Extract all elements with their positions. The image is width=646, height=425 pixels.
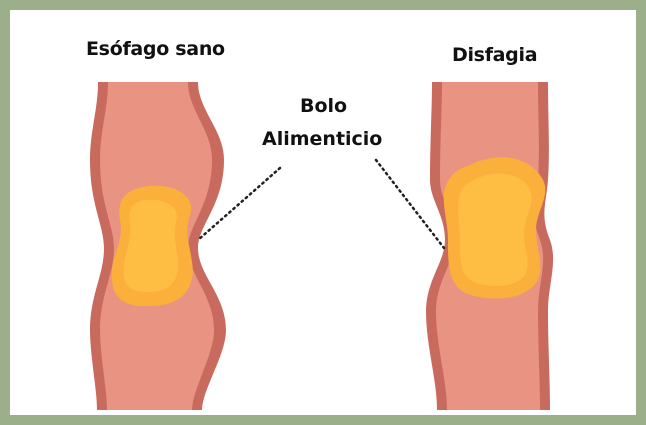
dysphagia-esophagus: [426, 82, 553, 410]
bolus-label-line2: Alimenticio: [262, 128, 382, 150]
dysphagia-title: Disfagia: [452, 44, 537, 66]
healthy-esophagus: [90, 82, 226, 410]
bolus-label-line1: Bolo: [300, 95, 347, 117]
healthy-esophagus-title: Esófago sano: [86, 38, 225, 60]
